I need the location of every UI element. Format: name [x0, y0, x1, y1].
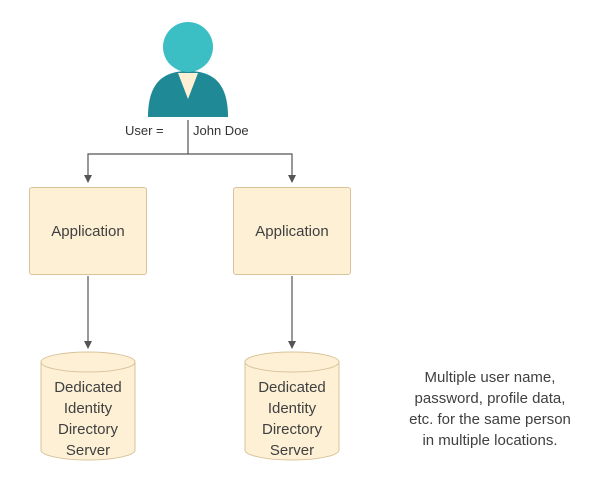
database-label-line: Directory: [261, 421, 322, 438]
database-label-line: Identity: [267, 400, 317, 417]
application-box-left: Application: [29, 187, 147, 275]
database-label-line: Directory: [57, 421, 118, 438]
database-cylinder-left: [40, 351, 136, 461]
database-label-line: Identity: [63, 400, 113, 417]
connector-user-to-app-right: [188, 153, 296, 183]
database-label-right: Dedicated Identity Directory Server: [244, 377, 340, 461]
application-label: Application: [51, 222, 125, 240]
annotation-note: Multiple user name, password, profile da…: [395, 367, 585, 451]
user-label-left: User =: [125, 123, 164, 138]
database-label-line: Dedicated: [54, 379, 122, 396]
database-cylinder-right: [244, 351, 340, 461]
database-label-line: Dedicated: [258, 379, 326, 396]
user-label-right: John Doe: [193, 123, 249, 138]
note-line: etc. for the same person: [409, 411, 571, 428]
note-line: in multiple locations.: [422, 432, 558, 449]
database-label-left: Dedicated Identity Directory Server: [40, 377, 136, 461]
person-icon: [148, 22, 228, 117]
database-label-line: Server: [65, 442, 111, 459]
application-label: Application: [255, 222, 329, 240]
connector-user-to-app-left: [84, 120, 189, 183]
application-box-right: Application: [233, 187, 351, 275]
database-label-line: Server: [269, 442, 315, 459]
note-line: password, profile data,: [414, 390, 566, 407]
note-line: Multiple user name,: [424, 369, 556, 386]
